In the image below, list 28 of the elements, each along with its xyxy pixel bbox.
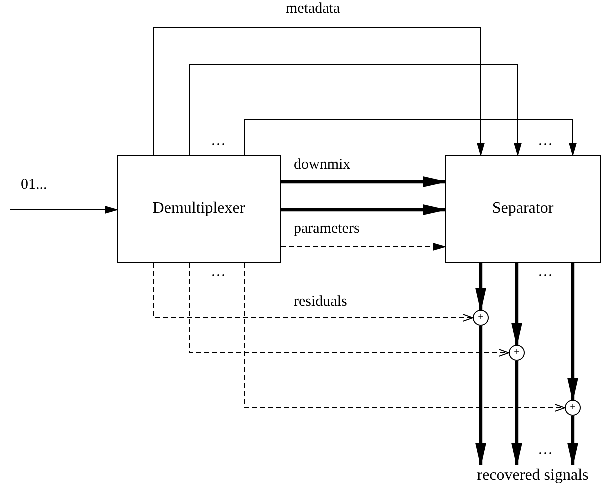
adder-circle [473,310,489,326]
arrow [281,204,446,216]
arrow [568,263,578,400]
node-label: Demultiplexer [152,200,246,218]
arrow [280,243,446,251]
arrow [476,326,486,466]
node-label: Separator [492,200,554,218]
edge-label: parameters [293,222,361,237]
arrow [154,28,485,156]
arrow [244,120,577,156]
plus-sign: + [514,348,520,358]
arrow [154,262,474,322]
process-box [117,155,281,263]
arrow [281,176,446,188]
arrow [512,361,522,466]
adder-circle [509,345,525,361]
node-label: recovered signals [477,467,589,485]
adder-circle [565,400,581,416]
arrow [476,263,486,310]
arrow [568,416,578,466]
arrow [190,262,510,357]
plus-sign: + [570,403,576,413]
arrow [10,206,118,214]
plus-sign: + [478,313,484,323]
process-box [445,155,601,263]
arrow [244,262,566,412]
arrow [190,64,522,156]
arrow [512,263,522,346]
